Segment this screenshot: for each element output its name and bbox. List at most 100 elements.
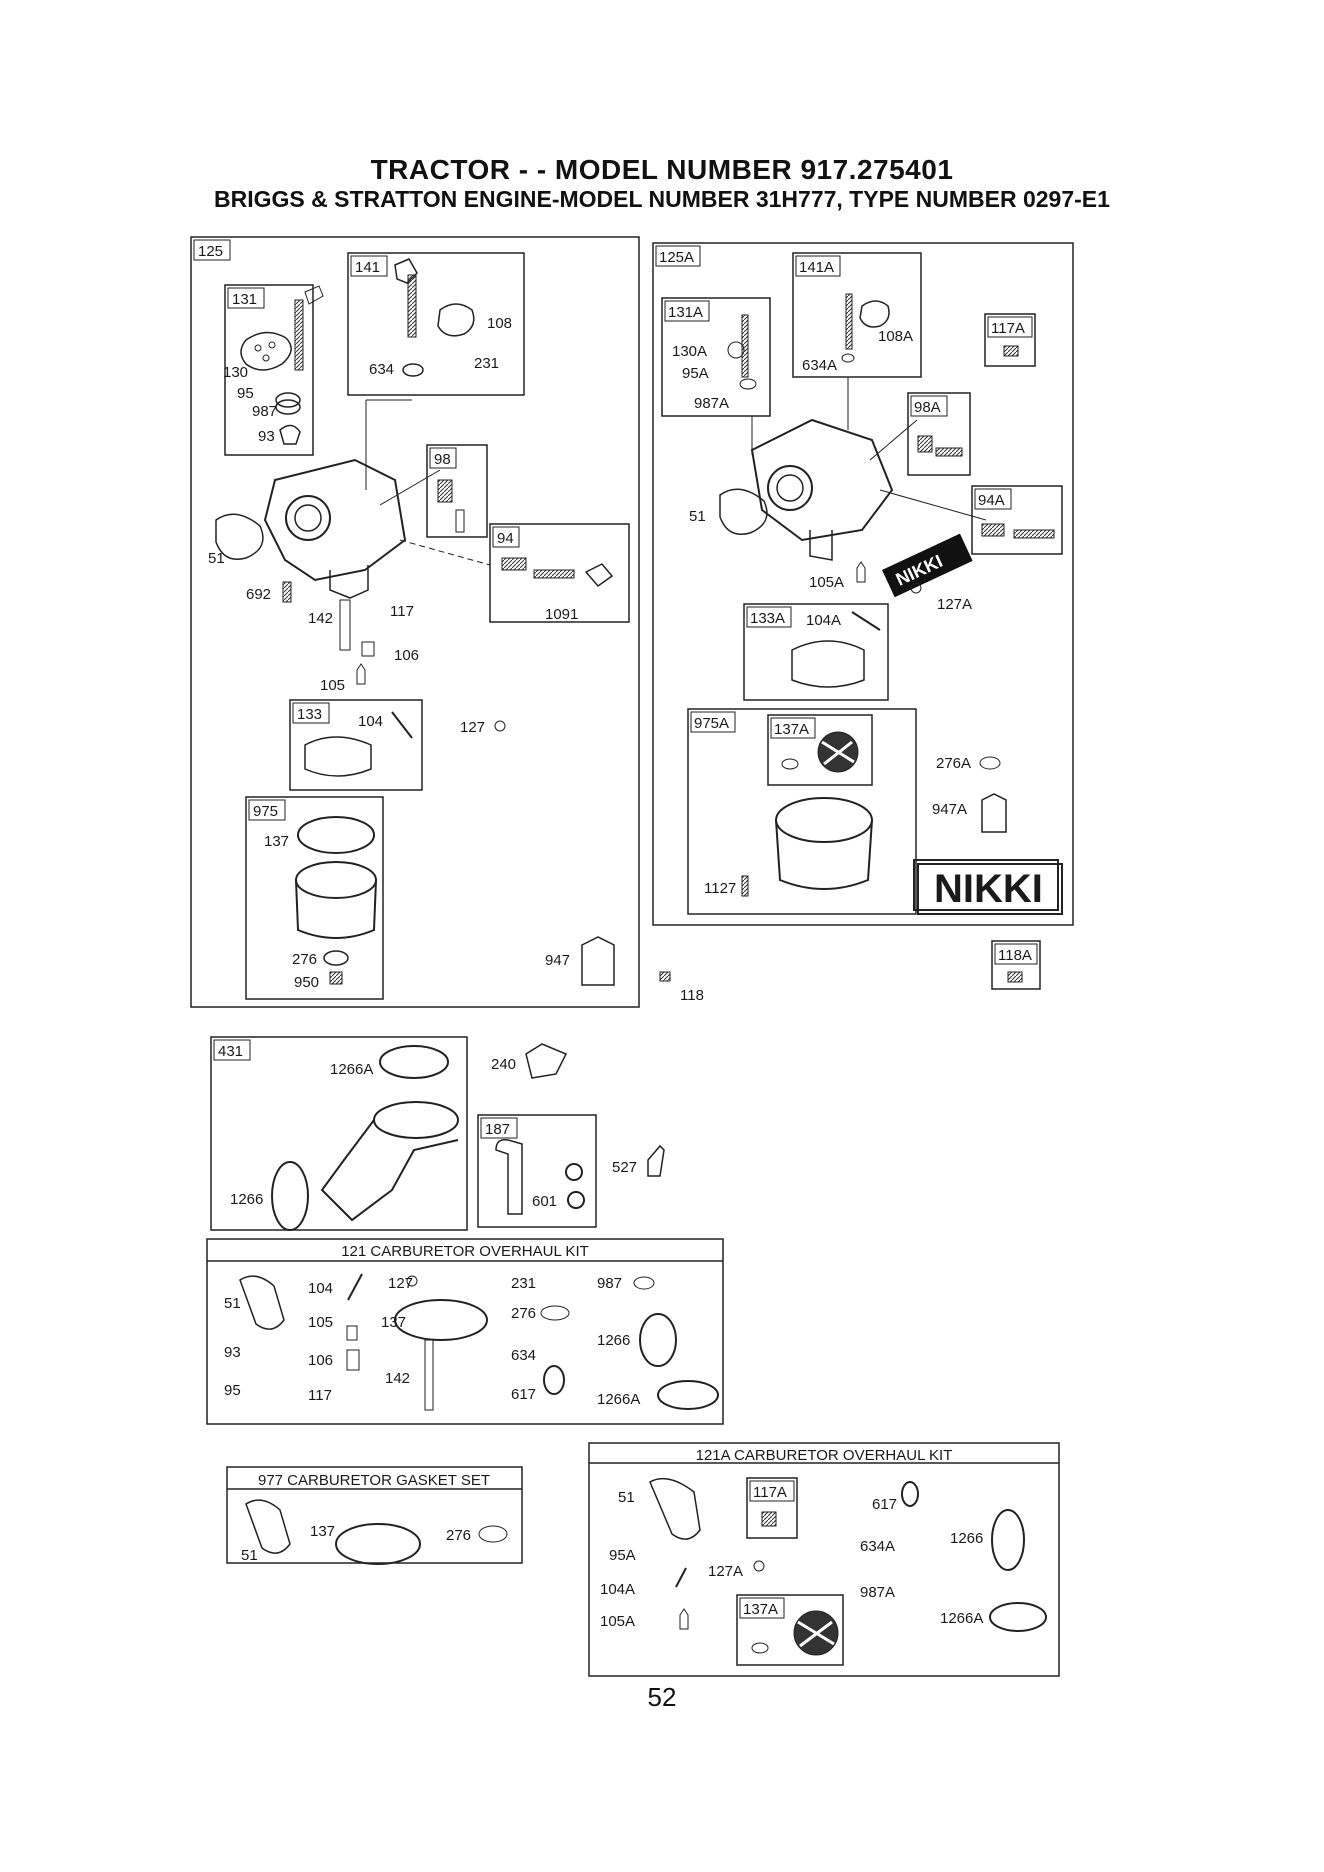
part-118: [659, 971, 671, 982]
kit121-label-104: 104: [308, 1280, 333, 1297]
part-240: [525, 1043, 568, 1079]
part-127: [494, 720, 506, 732]
label-947: 947: [545, 952, 570, 969]
label-51A: 51: [689, 508, 706, 525]
label-93: 93: [258, 428, 275, 445]
jet-105: [356, 663, 366, 685]
assembly-125: 125 131 130 95 987 93: [190, 236, 640, 1008]
kit121-label-1266: 1266: [597, 1332, 630, 1349]
label-130A: 130A: [672, 343, 707, 360]
tag-98A: 98A: [914, 399, 941, 416]
kit121-label-51: 51: [224, 1295, 241, 1312]
part-106: [361, 641, 375, 657]
kit121A-label-1266: 1266: [950, 1530, 983, 1547]
label-137: 137: [264, 833, 289, 850]
subassembly-975: 975 137 276 950: [245, 796, 384, 1000]
kit977-label-137: 137: [310, 1523, 335, 1540]
carburetor-body: [263, 399, 491, 599]
carburetor-body-A: [750, 377, 987, 561]
kit121A-label-1266A: 1266A: [940, 1610, 983, 1627]
tag-131A: 131A: [668, 304, 703, 321]
assembly-125A: 125A 131A 130A 95A 987A 141A: [652, 242, 1074, 926]
tag-94: 94: [497, 530, 514, 547]
kit121A-label-617: 617: [872, 1496, 897, 1513]
label-105: 105: [320, 677, 345, 694]
subassembly-117A: 117A: [984, 313, 1036, 367]
tag-125A: 125A: [659, 249, 694, 266]
kit121A-label-634A: 634A: [860, 1538, 895, 1555]
kit121-label-117: 117: [308, 1387, 332, 1404]
tag-975: 975: [253, 803, 278, 820]
label-51: 51: [208, 550, 225, 567]
label-231: 231: [474, 355, 499, 372]
label-601: 601: [532, 1193, 557, 1210]
label-634A: 634A: [802, 357, 837, 374]
nikki-label-small: NIKKI: [882, 533, 973, 598]
kit121A-tag-117A: 117A: [753, 1484, 787, 1501]
assembly-187: 187 601: [477, 1114, 597, 1228]
solenoid-947A: [981, 793, 1007, 833]
label-142: 142: [308, 610, 333, 627]
tag-125: 125: [198, 243, 223, 260]
kit-121A: 121A CARBURETOR OVERHAUL KIT 117A 137A 5…: [588, 1442, 1060, 1677]
tag-137A: 137A: [774, 721, 809, 738]
tag-975A: 975A: [694, 715, 729, 732]
label-108: 108: [487, 315, 512, 332]
kit121-label-617: 617: [511, 1386, 536, 1403]
label-527: 527: [612, 1159, 637, 1176]
kit121A-label-127A: 127A: [708, 1563, 743, 1580]
label-104A: 104A: [806, 612, 841, 629]
kit121A-label-104A: 104A: [600, 1581, 635, 1598]
kit-977-title: 977 CARBURETOR GASKET SET: [258, 1472, 490, 1489]
label-130: 130: [223, 364, 248, 381]
kit121-label-127: 127: [388, 1275, 413, 1292]
label-947A: 947A: [932, 801, 967, 818]
page-title: TRACTOR - - MODEL NUMBER 917.275401: [370, 154, 954, 185]
kit121A-tag-137A: 137A: [743, 1601, 778, 1618]
label-276A: 276A: [936, 755, 971, 772]
kit121-label-93: 93: [224, 1344, 241, 1361]
label-1091: 1091: [545, 606, 578, 623]
gasket-51A: [719, 488, 768, 535]
kit121A-label-105A: 105A: [600, 1613, 635, 1630]
page-subtitle: BRIGGS & STRATTON ENGINE-MODEL NUMBER 31…: [214, 186, 1110, 212]
subassembly-141: 141 108 634 231: [347, 252, 525, 396]
svg-text:NIKKI: NIKKI: [934, 867, 1043, 911]
subassembly-94: 94 1091: [489, 523, 630, 623]
spring-692: [282, 581, 292, 603]
label-104: 104: [358, 713, 383, 730]
kit-121-title: 121 CARBURETOR OVERHAUL KIT: [341, 1243, 589, 1260]
label-127A: 127A: [937, 596, 972, 613]
label-95: 95: [237, 385, 254, 402]
subassembly-133: 133 104: [289, 699, 423, 791]
tag-98: 98: [434, 451, 451, 468]
tag-131: 131: [232, 291, 257, 308]
tag-133: 133: [297, 706, 322, 723]
page-number: 52: [647, 1682, 677, 1712]
subassembly-98A: 98A: [907, 392, 971, 476]
subassembly-141A: 141A 108A 634A: [792, 252, 922, 378]
label-95A: 95A: [682, 365, 709, 382]
label-1266: 1266: [230, 1191, 263, 1208]
kit121-label-106: 106: [308, 1352, 333, 1369]
kit121-label-987: 987: [597, 1275, 622, 1292]
kit121A-label-51: 51: [618, 1489, 635, 1506]
tag-431: 431: [218, 1043, 243, 1060]
kit121-label-231: 231: [511, 1275, 536, 1292]
kit121A-label-95A: 95A: [609, 1547, 636, 1564]
part-276A: [979, 756, 1001, 770]
kit121-label-142: 142: [385, 1370, 410, 1387]
label-127: 127: [460, 719, 485, 736]
kit121-label-634: 634: [511, 1347, 536, 1364]
subassembly-94A: 94A: [971, 485, 1063, 555]
label-108A: 108A: [878, 328, 913, 345]
label-117: 117: [390, 603, 414, 620]
label-106: 106: [394, 647, 419, 664]
label-1266A: 1266A: [330, 1061, 373, 1078]
label-950: 950: [294, 974, 319, 991]
label-987A: 987A: [694, 395, 729, 412]
subassembly-137A: 137A: [767, 714, 873, 786]
tag-94A: 94A: [978, 492, 1005, 509]
kit121-label-1266A: 1266A: [597, 1391, 640, 1408]
